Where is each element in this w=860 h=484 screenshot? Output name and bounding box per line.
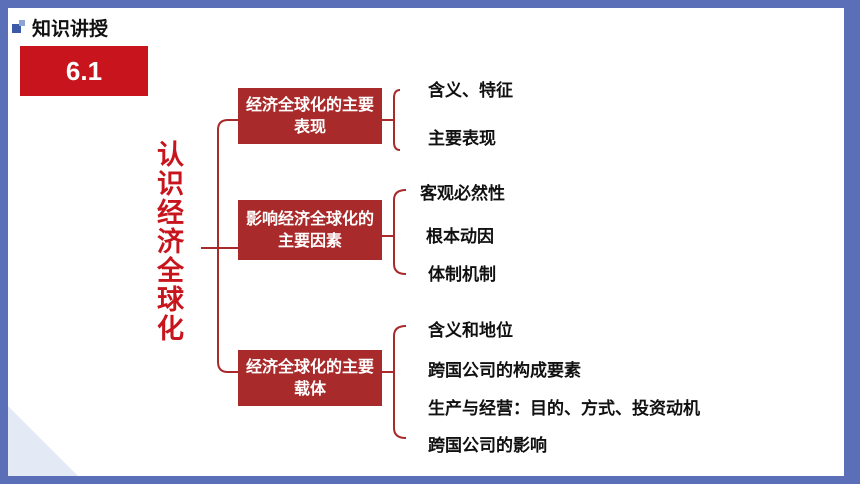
slide: 知识讲授 6.1 认识经济全球化 经济全球化的主要表现 影响经济全球化的主要因素… bbox=[8, 8, 844, 476]
list-item: 含义、特征 bbox=[428, 81, 513, 101]
brace-group-2 bbox=[382, 189, 407, 275]
brace-group-1 bbox=[382, 89, 401, 151]
list-item: 客观必然性 bbox=[420, 184, 505, 204]
list-item: 跨国公司的影响 bbox=[428, 436, 547, 456]
brace-group-3 bbox=[382, 325, 407, 439]
category-box-1: 经济全球化的主要表现 bbox=[238, 88, 382, 144]
corner-decoration bbox=[8, 406, 78, 476]
main-brace bbox=[201, 119, 238, 373]
list-item: 根本动因 bbox=[426, 227, 494, 247]
section-header: 知识讲授 bbox=[12, 14, 108, 40]
connector-lines bbox=[201, 89, 407, 439]
main-topic-title: 认识经济全球化 bbox=[152, 140, 183, 343]
lesson-number-badge: 6.1 bbox=[20, 46, 148, 96]
list-item: 跨国公司的构成要素 bbox=[428, 361, 581, 381]
list-item: 生产与经营：目的、方式、投资动机 bbox=[428, 399, 700, 419]
section-title: 知识讲授 bbox=[32, 17, 109, 40]
category-box-2: 影响经济全球化的主要因素 bbox=[238, 200, 382, 260]
category-box-3: 经济全球化的主要载体 bbox=[238, 350, 382, 406]
list-item: 主要表现 bbox=[428, 129, 496, 149]
list-item: 体制机制 bbox=[428, 265, 496, 285]
list-item: 含义和地位 bbox=[428, 321, 513, 341]
section-icon bbox=[12, 20, 26, 34]
